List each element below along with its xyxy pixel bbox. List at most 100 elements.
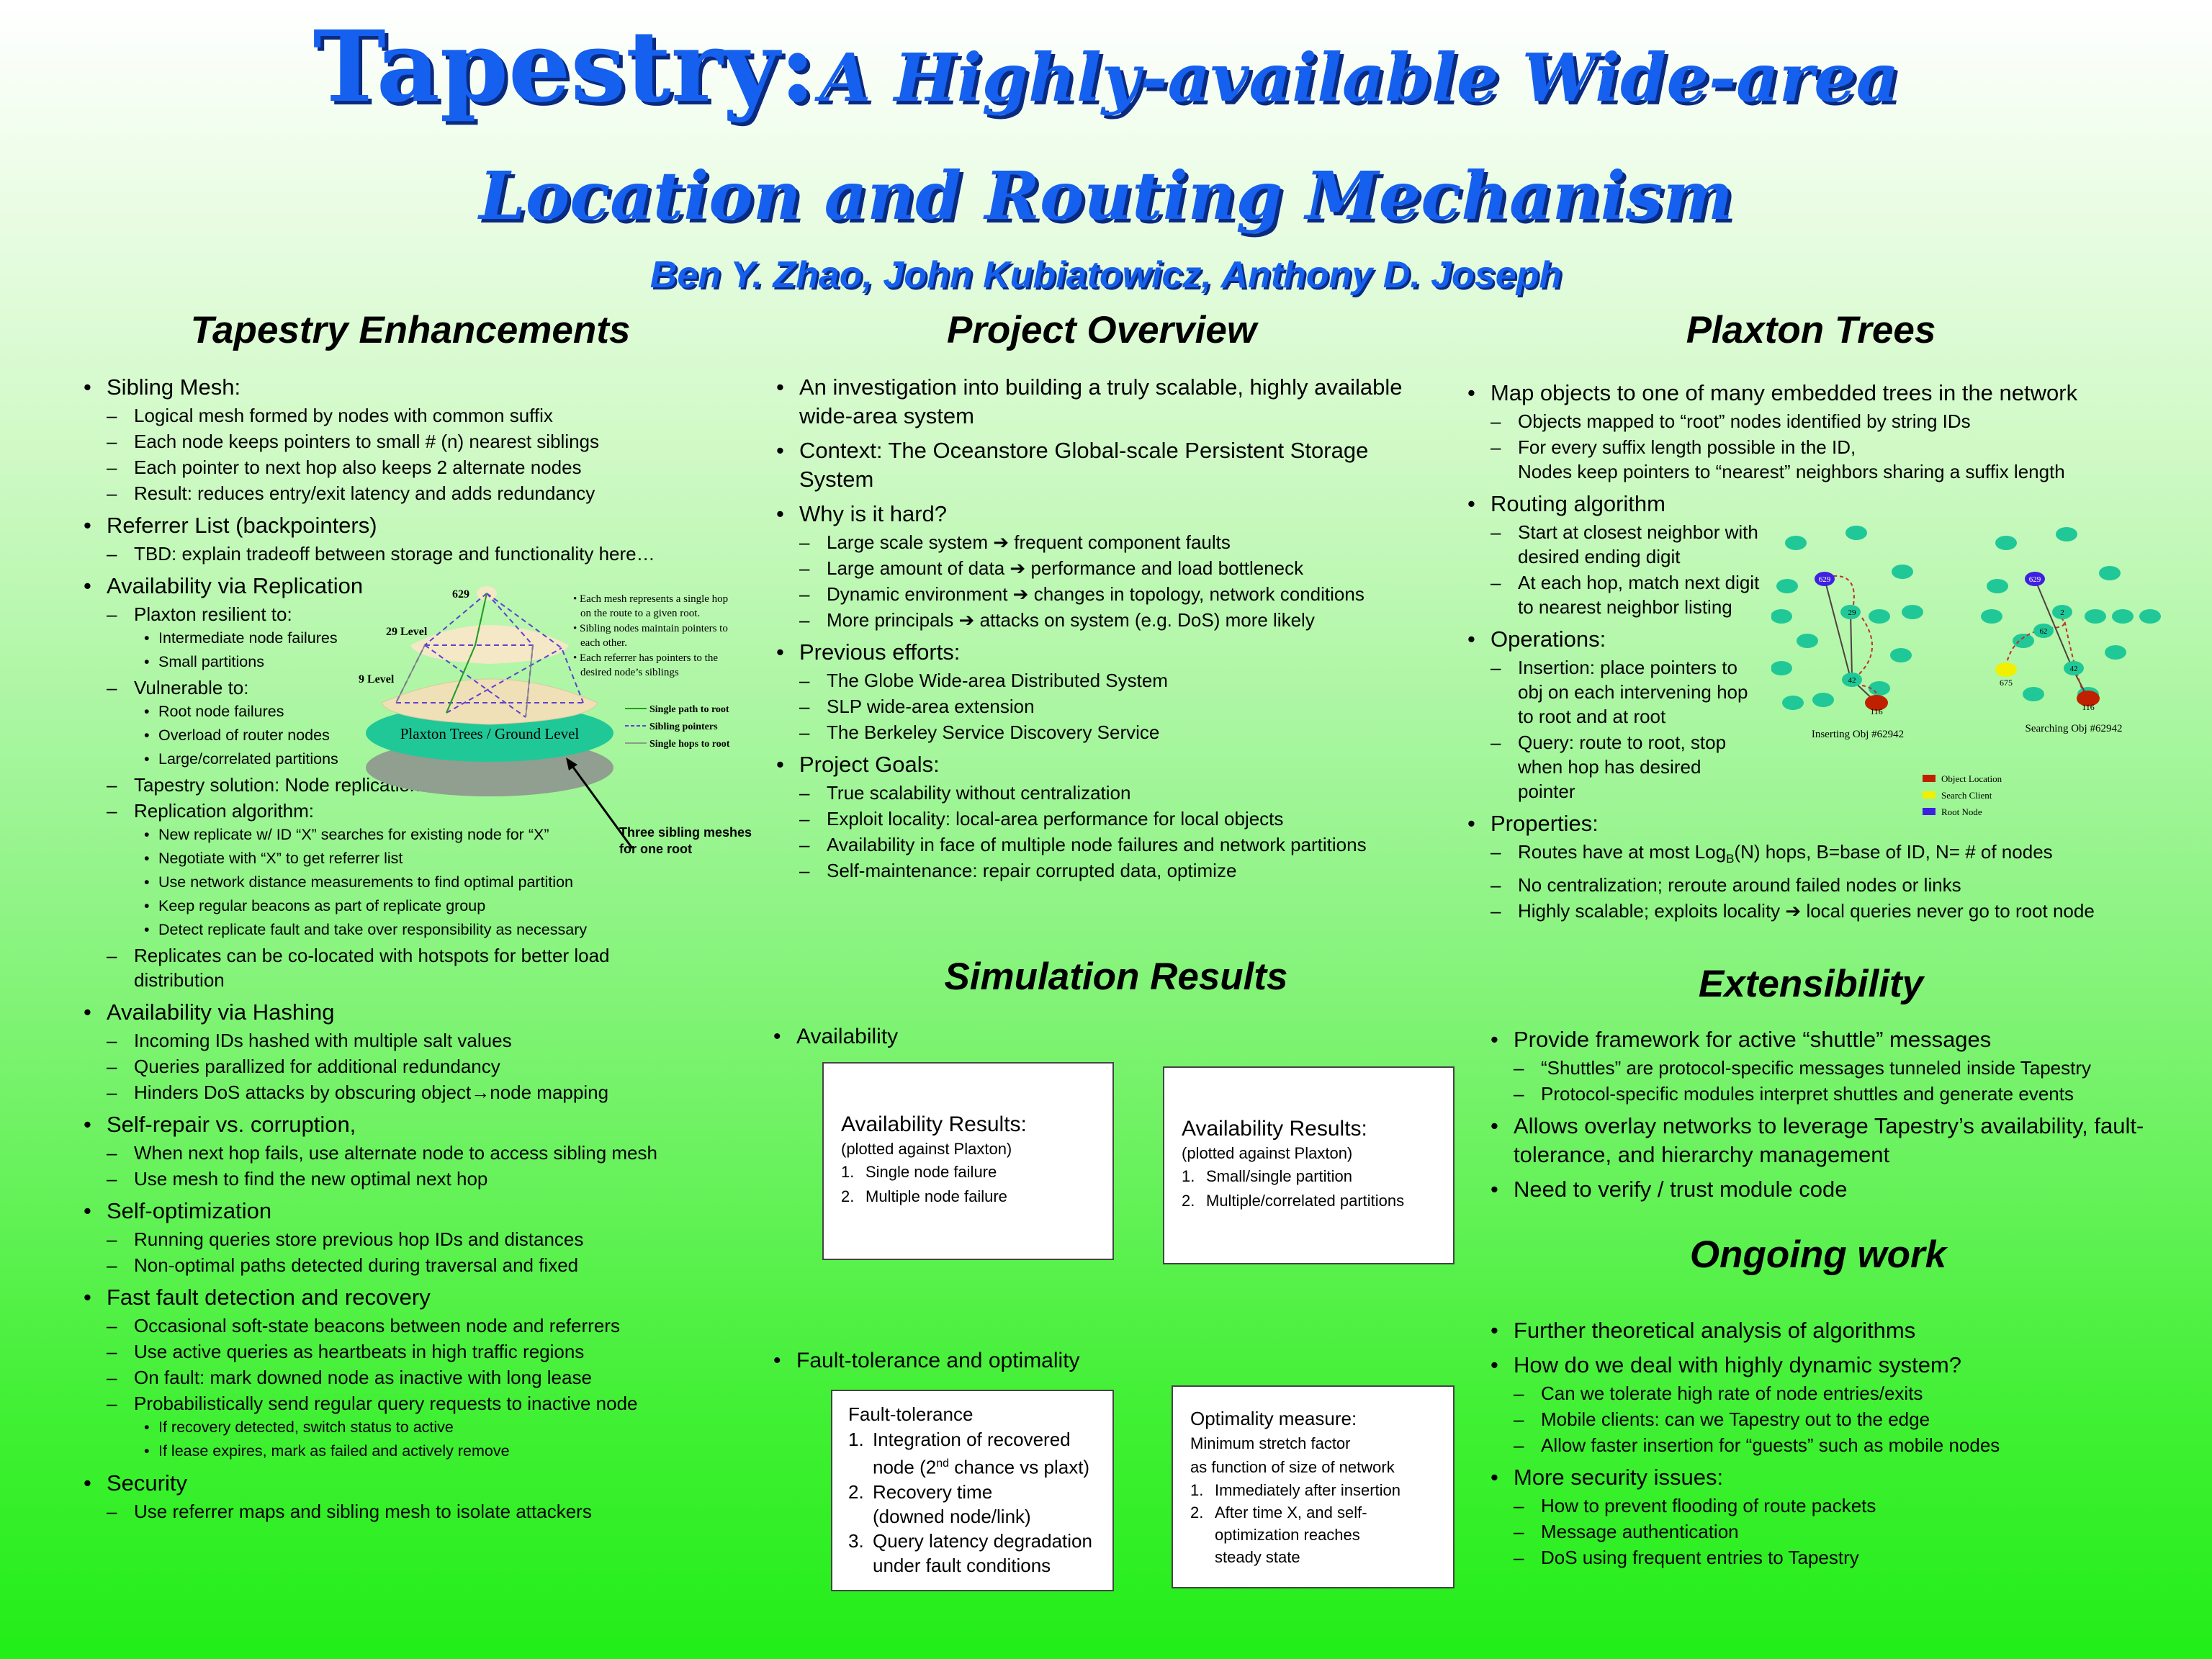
legend-label: Search Client — [1941, 790, 1992, 801]
list-item: Tapestry solution: Node replication — [107, 773, 799, 797]
list-item: Queries parallized for additional redund… — [107, 1054, 799, 1079]
insert-diagram: 629 29 42 116 Inserting Obj #62942 — [1771, 526, 1923, 740]
hard-pre: More principals — [827, 609, 954, 631]
note-line: on the route to a given root. — [580, 608, 700, 619]
box-item: 1.Small/single partition — [1182, 1167, 1352, 1185]
list-item: Provide framework for active “shuttle” m… — [1486, 1025, 2192, 1054]
box-item-text: optimization reaches — [1215, 1526, 1360, 1544]
box-item-text: Multiple node failure — [866, 1187, 1007, 1205]
poster-header: Tapestry: A Highly-available Wide-area L… — [0, 13, 2212, 297]
route-node-42 — [2064, 661, 2084, 675]
plaxton-routing-figure: 629 29 42 116 Inserting Obj #62942 629 2… — [1771, 526, 2161, 817]
box-item-text: After time X, and self- — [1215, 1503, 1367, 1521]
list-text: Insertion: place pointers to — [1518, 657, 1737, 678]
sim-fault-list: Fault-tolerance and optimality — [769, 1341, 1345, 1375]
box-item: 2.After time X, and self-optimization re… — [1190, 1503, 1367, 1566]
box-item-text: Integration of recovered — [873, 1429, 1071, 1450]
box-title: Availability Results: — [841, 1112, 1027, 1136]
sibling-mesh-figure: 629 29 Level 9 Level Plaxton Trees / Gro… — [359, 586, 752, 856]
hard-post: frequent component faults — [1014, 531, 1231, 553]
list-text: when hop has desired — [1518, 756, 1701, 778]
arrow-icon: ➔ — [1010, 557, 1026, 579]
list-item: Large scale system ➔ frequent component … — [799, 530, 1434, 554]
node-675: 675 — [2000, 678, 2013, 688]
list-text: For every suffix length possible in the … — [1518, 436, 1856, 458]
hash-dos-post: node mapping — [490, 1082, 609, 1103]
list-item: Intermediate node failures — [143, 626, 799, 650]
note-line: • Each mesh represents a single hop — [573, 593, 728, 605]
enhancements-list: Sibling Mesh: Logical mesh formed by nod… — [79, 367, 799, 1524]
list-item: Highly scalable; exploits locality ➔ loc… — [1491, 899, 2198, 923]
list-item: Logical mesh formed by nodes with common… — [107, 403, 799, 428]
list-item: Further theoretical analysis of algorith… — [1486, 1316, 2192, 1345]
list-item: Large/correlated partitions — [143, 747, 799, 771]
list-item: The Globe Wide-area Distributed System — [799, 668, 1434, 693]
search-path — [2034, 578, 2089, 699]
list-item: Dynamic environment ➔ changes in topolog… — [799, 582, 1434, 606]
list-item: Exploit locality: local-area performance… — [799, 806, 1434, 831]
list-text: local queries never go to root node — [1806, 900, 2095, 922]
list-item: If recovery detected, switch status to a… — [143, 1416, 799, 1439]
callout-arrow — [569, 763, 634, 849]
callout-arrowhead — [566, 757, 577, 770]
list-item: Sibling Mesh: — [79, 373, 799, 402]
list-item: Occasional soft-state beacons between no… — [107, 1313, 799, 1338]
list-item: Context: The Oceanstore Global-scale Per… — [772, 436, 1434, 494]
poster-title-line2: Location and Routing Mechanism — [479, 157, 1733, 235]
list-item: “Shuttles” are protocol-specific message… — [1514, 1056, 2192, 1080]
list-text: pointer — [1518, 781, 1575, 802]
object-node — [2077, 691, 2100, 706]
list-text: to nearest neighbor listing — [1518, 596, 1732, 618]
box-item-text: under fault conditions — [873, 1554, 1051, 1576]
list-text: to root and at root — [1518, 706, 1666, 727]
list-item: For every suffix length possible in the … — [1491, 435, 2198, 484]
list-item: Self-repair vs. corruption, — [79, 1110, 799, 1139]
list-item: Plaxton resilient to: — [107, 602, 799, 626]
list-item: If lease expires, mark as failed and act… — [143, 1439, 799, 1463]
box-subtitle: as function of size of network — [1190, 1458, 1395, 1476]
section-title-extensibility: Extensibility — [1698, 963, 1924, 1005]
list-item: Replicates can be co-located with hotspo… — [107, 943, 696, 992]
list-item: Self-optimization — [79, 1197, 799, 1226]
search-client-node — [1995, 662, 2017, 677]
list-item: Need to verify / trust module code — [1486, 1175, 2192, 1204]
list-item: Negotiate with “X” to get referrer list — [143, 847, 799, 871]
box-item-text: Small/single partition — [1206, 1167, 1352, 1185]
list-item: More principals ➔ attacks on system (e.g… — [799, 608, 1434, 632]
arrow-icon: ➔ — [993, 531, 1010, 553]
section-title-simulation: Simulation Results — [944, 956, 1288, 998]
list-item: How do we deal with highly dynamic syste… — [1486, 1351, 2192, 1380]
box-subtitle: Minimum stretch factor — [1190, 1434, 1351, 1452]
list-item: Overload of router nodes — [143, 724, 799, 747]
note-line: desired node’s siblings — [580, 667, 679, 678]
neighbor-nodes — [1771, 526, 1923, 710]
fault-tolerance-box: Fault-tolerance 1.Integration of recover… — [831, 1390, 1114, 1591]
list-text: Start at closest neighbor with — [1518, 521, 1758, 543]
list-item: Objects mapped to “root” nodes identifie… — [1491, 409, 2198, 433]
neighbor-nodes — [1981, 527, 2161, 701]
node-629: 629 — [1819, 575, 1831, 584]
extensibility-list: Provide framework for active “shuttle” m… — [1486, 1020, 2192, 1204]
arrow-icon: → — [471, 1082, 490, 1103]
node-42: 42 — [1848, 676, 1856, 685]
plaxton-list: Map objects to one of many embedded tree… — [1463, 373, 2198, 923]
list-item: Map objects to one of many embedded tree… — [1463, 379, 2198, 408]
list-item: Routing algorithm — [1463, 490, 2198, 518]
box-subtitle: (plotted against Plaxton) — [841, 1140, 1012, 1158]
list-item: Project Goals: — [772, 750, 1434, 779]
list-item: Incoming IDs hashed with multiple salt v… — [107, 1028, 799, 1053]
list-item: Referrer List (backpointers) — [79, 511, 799, 540]
list-item: Properties: — [1463, 809, 2198, 838]
box-item-text: Query latency degradation — [873, 1529, 1092, 1552]
box-title: Availability Results: — [1182, 1117, 1367, 1141]
box-subtitle: (plotted against Plaxton) — [1182, 1144, 1353, 1162]
route-node-62 — [2033, 624, 2054, 638]
list-item: TBD: explain tradeoff between storage an… — [107, 541, 799, 566]
list-item: Large amount of data ➔ performance and l… — [799, 556, 1434, 580]
callout-line1: Three sibling meshes — [619, 825, 752, 840]
box-item: 2.Multiple/correlated partitions — [1182, 1192, 1405, 1210]
list-item: Fault-tolerance and optimality — [769, 1346, 1345, 1375]
list-item: No centralization; reroute around failed… — [1491, 873, 2198, 897]
